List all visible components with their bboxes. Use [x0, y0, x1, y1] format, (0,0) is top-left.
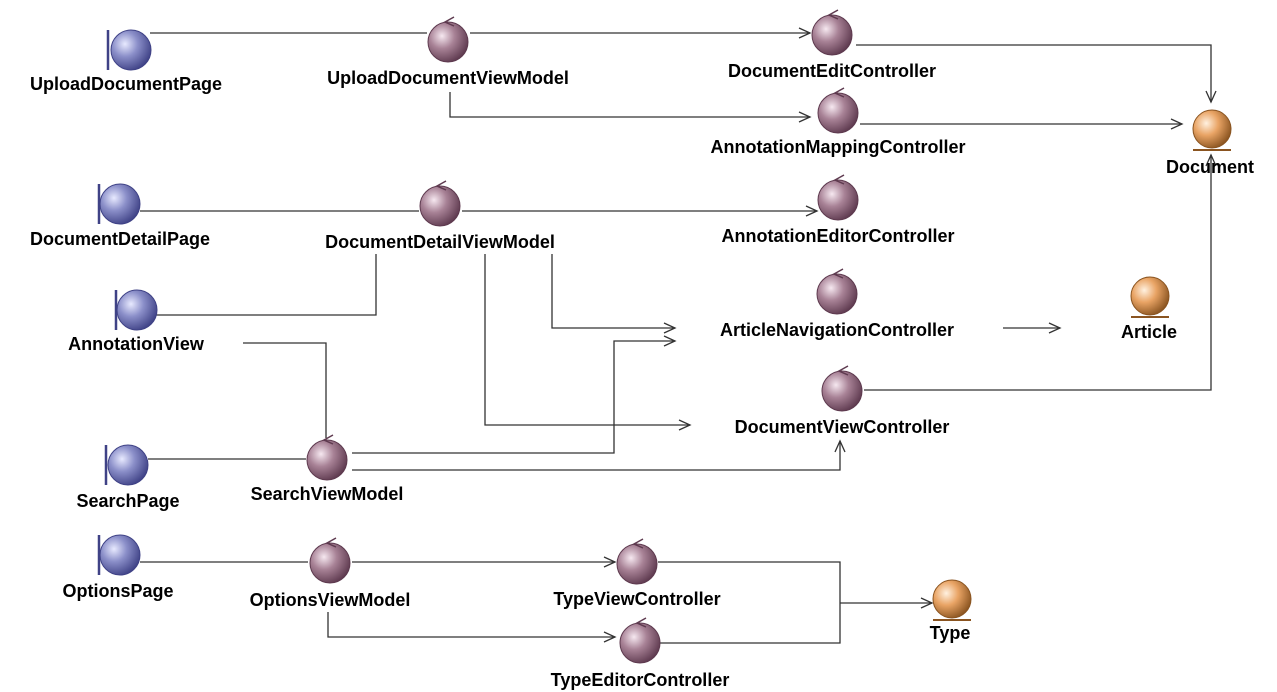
node-label: ArticleNavigationController	[720, 320, 954, 340]
control-article-navigation-controller[interactable]: ArticleNavigationController	[720, 268, 954, 340]
boundary-document-detail-page[interactable]: DocumentDetailPage	[30, 183, 210, 249]
node-label: DocumentDetailPage	[30, 229, 210, 249]
boundary-annotation-view[interactable]: AnnotationView	[68, 289, 205, 354]
control-circle	[616, 543, 658, 585]
control-arrowhead	[325, 537, 337, 548]
node-label: UploadDocumentViewModel	[327, 68, 569, 88]
node-label: Document	[1166, 157, 1254, 177]
control-circle	[419, 185, 461, 227]
control-arrowhead	[837, 365, 849, 376]
control-arrowhead	[827, 9, 839, 20]
node-label: AnnotationEditorController	[722, 226, 955, 246]
node-label: DocumentEditController	[728, 61, 936, 81]
control-arrowhead	[322, 434, 334, 445]
control-document-detail-view-model[interactable]: DocumentDetailViewModel	[325, 180, 555, 252]
control-circle	[817, 179, 859, 221]
entity-type[interactable]: Type	[930, 579, 972, 643]
node-label: AnnotationView	[68, 334, 205, 354]
control-arrowhead	[443, 16, 455, 27]
boundary-options-page[interactable]: OptionsPage	[62, 534, 174, 601]
entity-document[interactable]: Document	[1166, 109, 1254, 177]
connector-detailvm-articlenav[interactable]	[551, 254, 677, 334]
control-annotation-mapping-controller[interactable]: AnnotationMappingController	[711, 87, 966, 157]
node-label: TypeViewController	[553, 589, 720, 609]
boundary-circle	[99, 534, 141, 576]
control-search-view-model[interactable]: SearchViewModel	[251, 434, 404, 504]
control-circle	[821, 370, 863, 412]
connector-uploadvm-annotmapping[interactable]	[449, 92, 812, 123]
connector-docview-document[interactable]	[864, 153, 1217, 391]
boundary-circle	[116, 289, 158, 331]
node-label: SearchViewModel	[251, 484, 404, 504]
connector-optionsvm-typeeditor[interactable]	[327, 612, 617, 643]
entity-article[interactable]: Article	[1121, 276, 1177, 342]
node-label: OptionsPage	[62, 581, 173, 601]
entity-circle	[932, 579, 972, 619]
control-options-view-model[interactable]: OptionsViewModel	[250, 537, 411, 610]
boundary-circle	[99, 183, 141, 225]
control-arrowhead	[635, 617, 647, 628]
node-label: UploadDocumentPage	[30, 74, 222, 94]
control-upload-document-view-model[interactable]: UploadDocumentViewModel	[327, 16, 569, 88]
connections	[140, 27, 1217, 644]
control-arrowhead	[833, 174, 845, 185]
control-circle	[811, 14, 853, 56]
boundary-circle	[110, 29, 152, 71]
control-circle	[816, 273, 858, 315]
control-annotation-editor-controller[interactable]: AnnotationEditorController	[722, 174, 955, 246]
node-label: Article	[1121, 322, 1177, 342]
node-label: DocumentDetailViewModel	[325, 232, 555, 252]
connector-docedit-document[interactable]	[856, 44, 1217, 104]
control-arrowhead	[833, 87, 845, 98]
node-label: TypeEditorController	[551, 670, 730, 690]
node-label: Type	[930, 623, 971, 643]
control-type-editor-controller[interactable]: TypeEditorController	[551, 617, 730, 690]
control-circle	[309, 542, 351, 584]
control-document-edit-controller[interactable]: DocumentEditController	[728, 9, 936, 81]
connector-annotview-searchvm[interactable]	[243, 342, 327, 438]
control-circle	[306, 439, 348, 481]
control-circle	[427, 21, 469, 63]
control-arrowhead	[435, 180, 447, 191]
node-label: DocumentViewController	[735, 417, 950, 437]
connector-searchvm-articlenav[interactable]	[352, 335, 677, 454]
control-circle	[619, 622, 661, 664]
node-label: AnnotationMappingController	[711, 137, 966, 157]
control-document-view-controller[interactable]: DocumentViewController	[735, 365, 950, 437]
control-type-view-controller[interactable]: TypeViewController	[553, 538, 721, 609]
entity-circle	[1192, 109, 1232, 149]
control-circle	[817, 92, 859, 134]
boundary-search-page[interactable]: SearchPage	[76, 444, 180, 511]
control-arrowhead	[832, 268, 844, 279]
node-label: SearchPage	[76, 491, 179, 511]
entity-circle	[1130, 276, 1170, 316]
boundary-circle	[107, 444, 149, 486]
connector-searchvm-docview[interactable]	[352, 439, 846, 471]
connector-detailvm-docview[interactable]	[484, 254, 692, 431]
node-label: OptionsViewModel	[250, 590, 411, 610]
connector-annotview-detailvm[interactable]	[152, 254, 377, 316]
boundary-upload-document-page[interactable]: UploadDocumentPage	[30, 29, 222, 94]
control-arrowhead	[632, 538, 644, 549]
